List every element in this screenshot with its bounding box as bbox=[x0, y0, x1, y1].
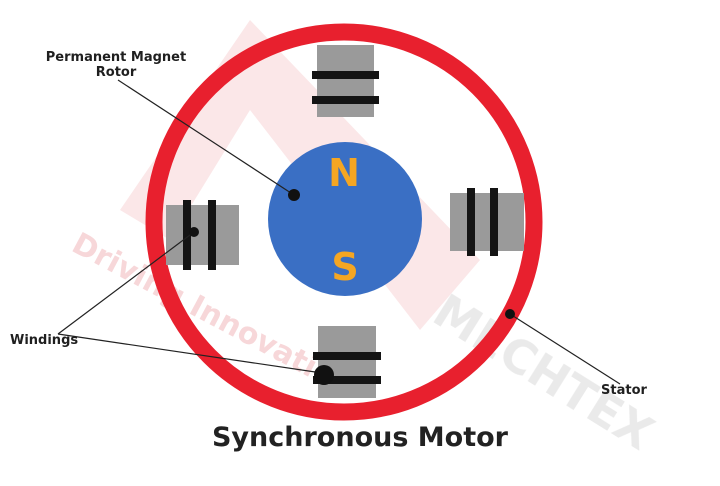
rotor-south-pole: S bbox=[331, 245, 358, 289]
winding-bottom-2 bbox=[313, 376, 381, 384]
marker-rotor bbox=[288, 189, 300, 201]
label-rotor-line2: Rotor bbox=[96, 65, 137, 80]
leader-windings-bottom bbox=[57, 333, 323, 374]
stator-pole-top bbox=[312, 45, 379, 117]
marker-stator bbox=[505, 309, 515, 319]
stator-ring bbox=[145, 23, 543, 421]
leader-stator bbox=[509, 313, 621, 385]
marker-windings-bottom bbox=[314, 365, 334, 385]
label-rotor-line1: Permanent Magnet bbox=[46, 50, 186, 65]
stator-pole-right bbox=[450, 188, 524, 256]
label-windings: Windings bbox=[10, 333, 78, 348]
rotor-north-pole: N bbox=[328, 151, 360, 195]
label-stator: Stator bbox=[601, 383, 647, 398]
diagram-title: Synchronous Motor bbox=[211, 422, 508, 453]
marker-windings-left bbox=[189, 227, 199, 237]
stator-pole-bottom bbox=[313, 326, 381, 398]
winding-right-1 bbox=[467, 188, 475, 256]
leader-windings-left bbox=[57, 231, 195, 335]
rotor bbox=[268, 142, 422, 296]
winding-left-2 bbox=[208, 200, 216, 270]
stator-pole-left bbox=[166, 200, 239, 270]
winding-top-2 bbox=[312, 96, 379, 104]
leader-rotor bbox=[117, 79, 295, 196]
winding-right-2 bbox=[490, 188, 498, 256]
winding-bottom-1 bbox=[313, 352, 381, 360]
leader-lines bbox=[57, 79, 621, 385]
winding-top-1 bbox=[312, 71, 379, 79]
winding-left-1 bbox=[183, 200, 191, 270]
